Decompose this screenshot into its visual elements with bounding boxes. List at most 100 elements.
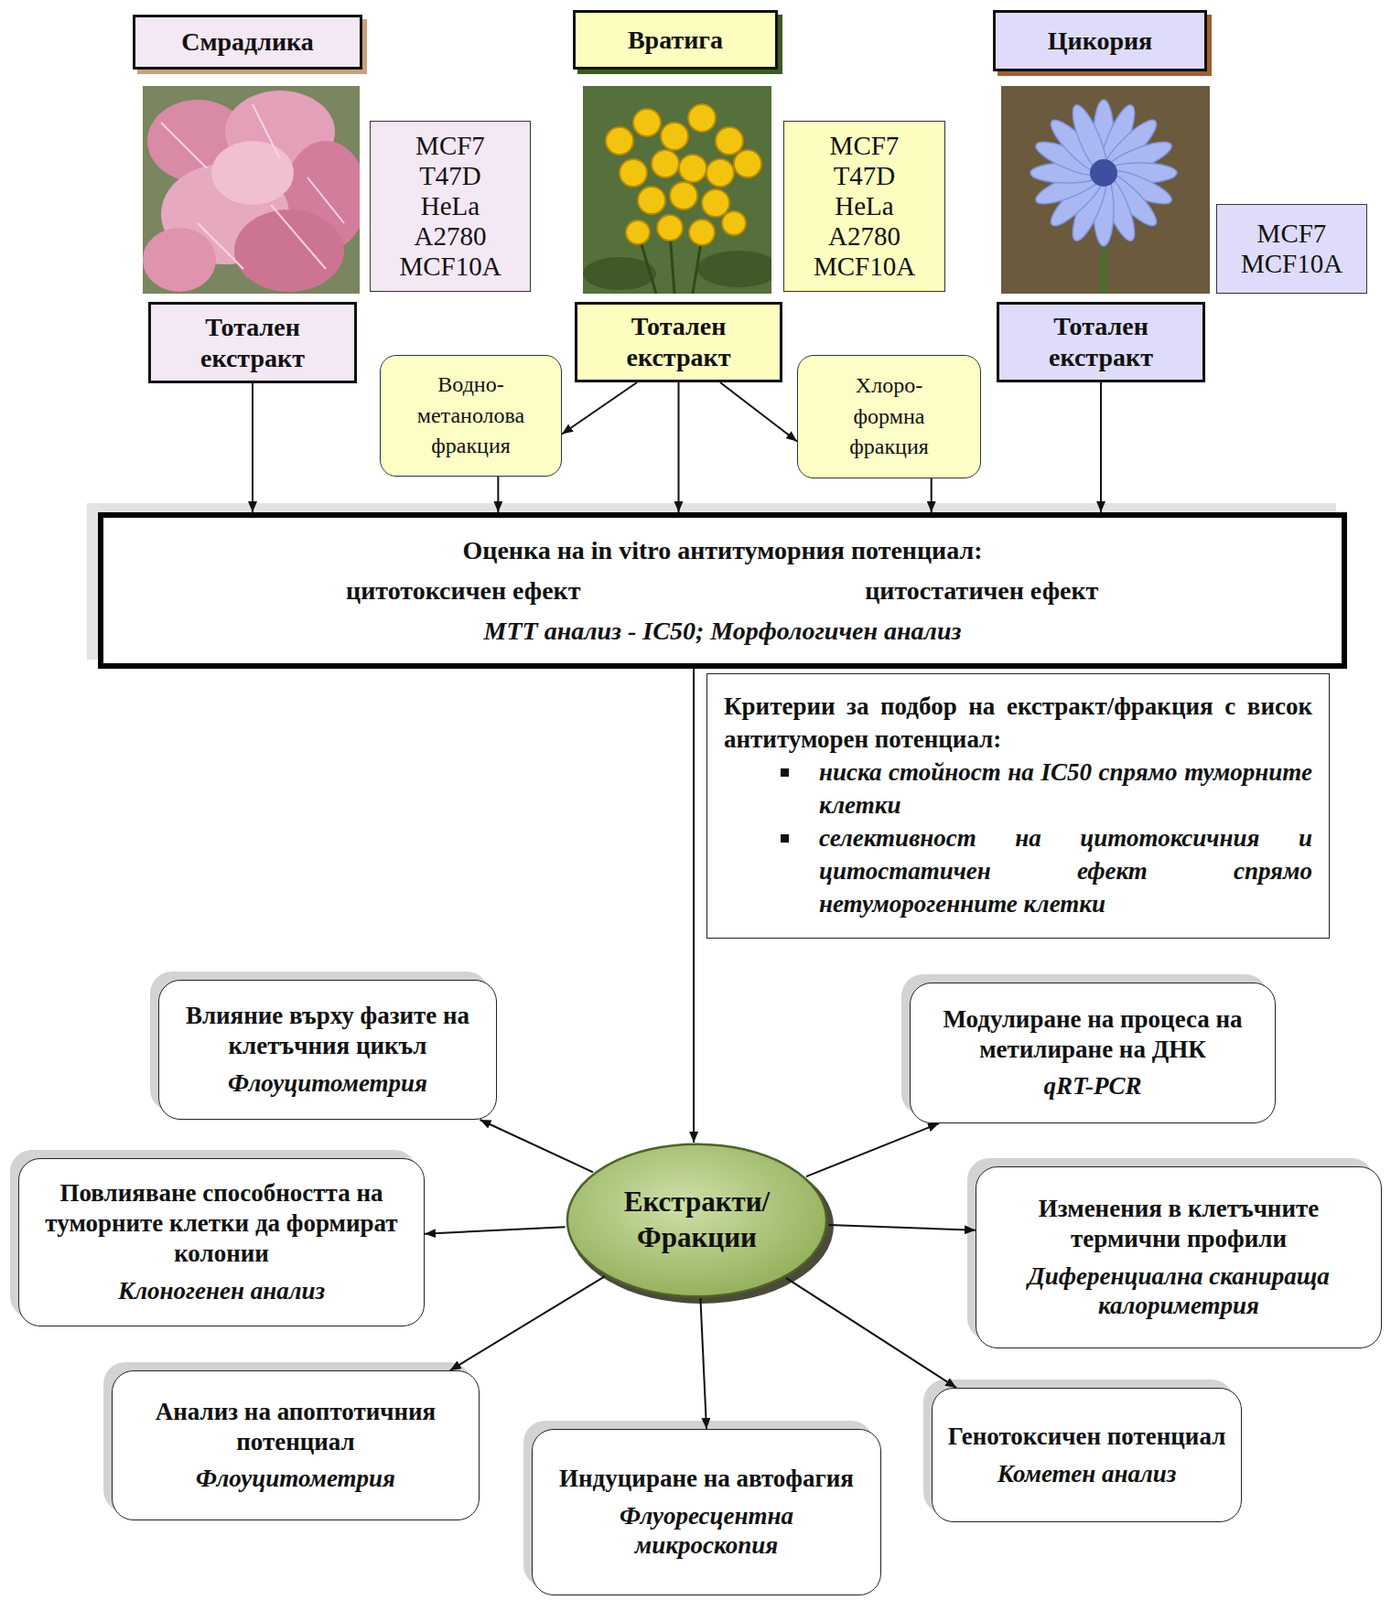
arrow-connector (480, 1120, 594, 1173)
flower-head (715, 127, 744, 155)
flower-head (706, 159, 734, 187)
flower-head (669, 182, 698, 210)
flower-head (657, 215, 683, 241)
node-subtext: цитотоксичен ефект (204, 576, 723, 606)
node-label: Смрадлика (181, 27, 314, 57)
node-subtext: МТТ анализ - IC50; Морфологичен анализ (204, 616, 1241, 647)
arrow-connector (496, 476, 499, 513)
cell-line-box: MCF7 MCF10A (1216, 204, 1368, 294)
node-label: Оценка на in vitro антитуморния потенциа… (204, 536, 1241, 566)
node-label: Повлияване способността на туморните кле… (32, 1178, 411, 1270)
node-label: Тотален екстракт (1008, 311, 1194, 373)
node-subtext: Флоуцитометрия (227, 1068, 428, 1100)
arrow-connector (561, 382, 637, 434)
node-label: Тотален екстракт (586, 311, 771, 373)
central-ellipse: Екстракти/ Фракции (564, 1142, 830, 1299)
node-subtext: Клоногенен анализ (118, 1276, 325, 1307)
node-subtext: Кометен анализ (997, 1459, 1177, 1490)
node-label: Индуциране на автофагия (559, 1464, 854, 1495)
arrow-connector (1099, 382, 1102, 513)
analysis-box: Модулиране на процеса на метилиране на Д… (909, 982, 1276, 1124)
flower-head (733, 150, 762, 178)
flower-head (633, 108, 661, 137)
cell-line-box: MCF7 T47D HeLa A2780 MCF10A (783, 120, 946, 292)
evaluation-box: Оценка на in vitro антитуморния потенциа… (97, 512, 1348, 669)
extract-box: Тотален екстракт (574, 301, 783, 383)
arrow-connector (806, 1123, 939, 1177)
flower-head (722, 211, 746, 236)
node-label: Хлоро- формна фракция (830, 370, 949, 464)
arrow-connector (450, 1276, 605, 1371)
leaf (697, 250, 772, 288)
node-label: Екстракти/ Фракции (610, 1185, 785, 1257)
flower-head (651, 150, 680, 178)
leaf (582, 257, 657, 291)
plume-wisps (161, 104, 345, 270)
extract-box: Тотален екстракт (996, 301, 1206, 383)
smoke-tree-photo (142, 86, 360, 294)
flower-head (701, 189, 730, 217)
cell-line-box: MCF7 T47D HeLa A2780 MCF10A (369, 120, 531, 292)
arrow-connector (692, 668, 695, 1143)
node-label: Цикория (1047, 26, 1154, 56)
node-label: Вратига (627, 25, 723, 55)
criteria-box: Критерии за подбор на екстракт/фракция с… (706, 673, 1330, 939)
fraction-box: Хлоро- формна фракция (797, 355, 982, 479)
flower-plume (211, 140, 294, 205)
node-label: Изменения в клетъчните термични профили (989, 1194, 1369, 1255)
flower-head (660, 122, 689, 151)
flower-center (1089, 159, 1118, 187)
node-subtext: Флоуцитометрия (195, 1464, 396, 1495)
node-label: Тотален екстракт (160, 312, 346, 374)
flower-head (619, 159, 647, 187)
flower-heads (605, 104, 762, 246)
ellipse-outline (564, 1142, 830, 1299)
node-subtext: ниска стойност на IC50 спрямо туморните … (723, 756, 1313, 823)
flower-head (688, 104, 716, 132)
flower-head (625, 220, 650, 245)
analysis-box: Повлияване способността на туморните кле… (18, 1158, 425, 1327)
arrow-connector (786, 1278, 957, 1389)
node-label: Анализ на апоптотичния потенциал (125, 1397, 466, 1458)
node-label: MCF7 MCF10A (1235, 218, 1349, 280)
flower-head (679, 154, 707, 183)
plant-name-box: Смрадлика (132, 14, 363, 70)
node-subtext: Флуоресцентна микроскопия (545, 1501, 868, 1563)
node-subtext: цитостатичен ефект (722, 576, 1242, 606)
arrow-connector (829, 1225, 976, 1231)
node-label: MCF7 T47D HeLa A2780 MCF10A (393, 130, 507, 282)
analysis-box: Влияние върху фазите на клетъчния цикълФ… (158, 980, 497, 1121)
node-label: Критерии за подбор на екстракт/фракция с… (723, 690, 1313, 757)
arrow-connector (251, 383, 254, 513)
photo-background (1001, 86, 1210, 294)
node-label: Модулиране на процеса на метилиране на Д… (923, 1004, 1262, 1066)
ellipse-shape (567, 1144, 827, 1298)
plant-name-box: Вратига (572, 10, 778, 70)
plant-name-box: Цикория (992, 10, 1208, 72)
analysis-box: Индуциране на автофагияФлуоресцентна мик… (531, 1429, 882, 1596)
analysis-box: Генотоксичен потенциалКометен анализ (931, 1388, 1242, 1523)
fraction-box: Водно- метанолова фракция (379, 355, 562, 477)
flower-head (689, 219, 715, 246)
node-subtext: селективност на цитотоксичния и цитостат… (723, 822, 1313, 922)
flower-head (605, 127, 634, 155)
petals (1030, 99, 1177, 247)
arrow-connector (424, 1227, 566, 1235)
flower-plume (234, 209, 345, 292)
node-label: MCF7 T47D HeLa A2780 MCF10A (808, 130, 922, 282)
node-subtext: qRT-PCR (1043, 1071, 1142, 1102)
node-label: Генотоксичен потенциал (948, 1422, 1227, 1453)
flower-plume (142, 227, 216, 292)
node-label: Влияние върху фазите на клетъчния цикъл (172, 1001, 484, 1062)
arrow-connector (720, 382, 798, 443)
chicory-photo (1001, 86, 1210, 294)
flower-head (637, 186, 666, 215)
arrow-connector (700, 1298, 707, 1430)
bullet-square (780, 768, 789, 777)
bullet-square (780, 834, 789, 843)
tansy-photo (582, 86, 772, 294)
node-subtext: Диференциална сканираща калориметрия (989, 1261, 1369, 1323)
arrow-connector (678, 382, 680, 513)
analysis-box: Анализ на апоптотичния потенциалФлоуцито… (111, 1370, 480, 1521)
